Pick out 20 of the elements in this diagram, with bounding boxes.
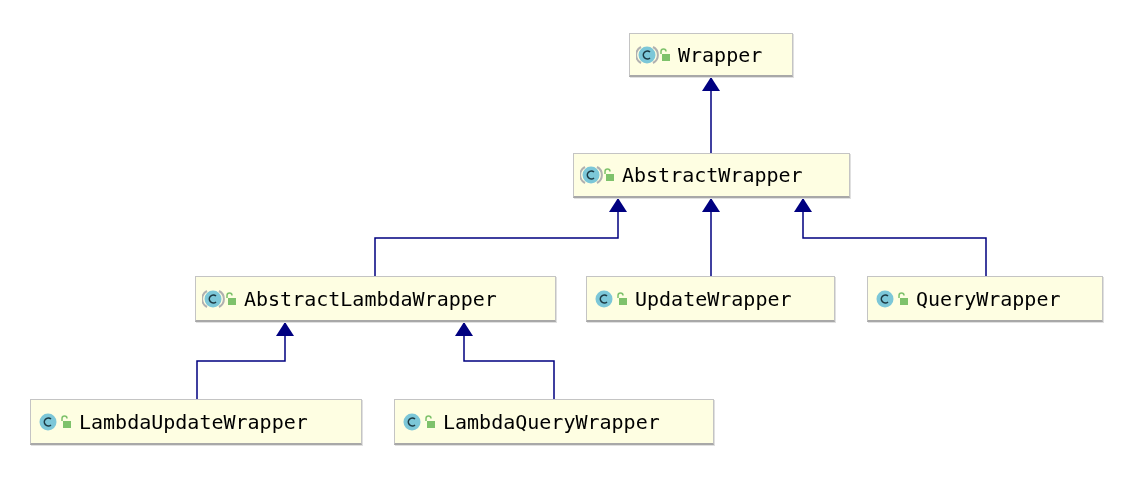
- class-box: [629, 33, 793, 77]
- class-name: LambdaUpdateWrapper: [79, 408, 308, 436]
- class-box: [394, 399, 714, 445]
- class-name: AbstractWrapper: [622, 162, 803, 189]
- class-name: UpdateWrapper: [635, 285, 792, 313]
- inheritance-arrow: [196, 321, 294, 400]
- class-box: [586, 276, 835, 322]
- class-name: Wrapper: [678, 41, 763, 69]
- inheritance-arrow: [374, 197, 627, 277]
- inheritance-arrow: [794, 197, 987, 277]
- inheritance-arrow: [702, 197, 720, 277]
- class-box: [195, 276, 556, 322]
- class-name: LambdaQueryWrapper: [443, 408, 660, 436]
- inheritance-arrow: [702, 76, 720, 154]
- class-name: QueryWrapper: [916, 285, 1061, 313]
- class-box: [30, 399, 362, 445]
- class-name: AbstractLambdaWrapper: [244, 285, 497, 313]
- inheritance-arrow: [455, 321, 555, 400]
- class-box: [573, 153, 850, 198]
- class-box: [867, 276, 1103, 322]
